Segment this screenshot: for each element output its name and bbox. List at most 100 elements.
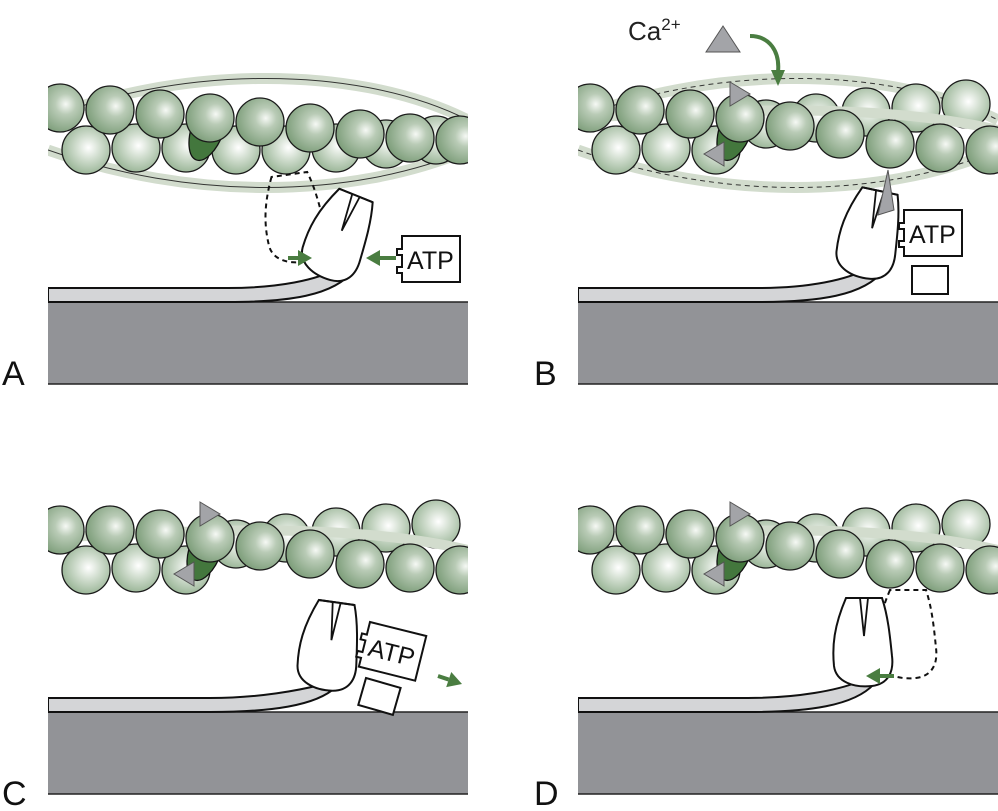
calcium-bound-icon <box>729 501 751 527</box>
atp-molecule: ATP <box>396 235 461 283</box>
myosin-head <box>832 597 894 688</box>
myosin-head <box>296 598 359 692</box>
arrow-power-stroke-head <box>866 668 880 684</box>
actin-bead <box>715 513 765 563</box>
thick-filament-base <box>578 302 998 384</box>
actin-bead <box>615 505 665 555</box>
calcium-charge: 2+ <box>661 15 680 34</box>
panel-label: A <box>2 355 25 393</box>
head-tip <box>318 598 355 606</box>
actin-bead <box>335 109 385 159</box>
atp-label: ATP <box>407 247 454 275</box>
actin-bead <box>235 521 285 571</box>
actin-bead <box>135 509 185 559</box>
actin-bead <box>815 109 865 159</box>
actin-bead <box>85 85 135 135</box>
atp-label: ATP <box>909 221 956 249</box>
arrow-atp-out-shaft <box>437 674 450 682</box>
actin-binding-cleft <box>340 193 361 232</box>
actin-bead <box>865 119 915 169</box>
actin-bead-back <box>111 123 161 173</box>
myosin-head <box>300 187 374 283</box>
actin-bead <box>185 93 235 143</box>
myosin-head <box>832 597 894 688</box>
panel-d <box>578 499 998 795</box>
arrow-head-forward-head <box>298 250 312 266</box>
phosphate <box>911 265 949 295</box>
actin-bead <box>235 97 285 147</box>
actin-bead <box>578 505 615 555</box>
actin-bead-back <box>641 543 691 593</box>
calcium-arrow-head <box>771 70 785 86</box>
actin-bead <box>435 115 468 165</box>
calcium-bound-icon <box>729 81 751 107</box>
panel-label: C <box>2 775 27 811</box>
phosphate-box <box>911 265 949 295</box>
myosin-head <box>835 186 900 280</box>
myosin-neck <box>578 680 877 713</box>
panel-c: ATP <box>48 499 468 795</box>
calcium-arrow-shaft <box>749 34 781 73</box>
actin-bead <box>385 113 435 163</box>
actin-bead <box>335 539 385 589</box>
panel-a: ATP <box>48 73 468 385</box>
arrow-atp-out-head <box>446 671 462 688</box>
actin-bead <box>48 505 85 555</box>
actin-bead <box>965 545 998 595</box>
myosin-head <box>296 598 359 692</box>
myosin-neck <box>48 266 356 303</box>
panel-b: ATP Ca2+ <box>578 15 998 385</box>
actin-bead <box>285 529 335 579</box>
actin-bead-back <box>61 545 111 595</box>
myosin-neck <box>578 266 886 303</box>
calcium-bound-icon <box>199 501 221 527</box>
panel-label: B <box>534 355 557 393</box>
panel-label: D <box>534 775 559 811</box>
calcium-bound-icon <box>703 141 725 167</box>
actin-bead <box>435 545 468 595</box>
arrow-atp-in-head <box>366 250 380 266</box>
calcium-ion-icon <box>705 25 741 53</box>
actin-bead-back <box>591 125 641 175</box>
phosphate-box <box>357 676 402 717</box>
thick-filament-base <box>48 712 468 794</box>
actin-bead <box>185 513 235 563</box>
actin-bead <box>135 89 185 139</box>
actin-bead <box>715 93 765 143</box>
actin-bead <box>48 83 85 133</box>
actin-bead <box>665 89 715 139</box>
calcium-label: Ca2+ <box>628 15 681 46</box>
actin-bead <box>665 509 715 559</box>
actin-bead <box>765 521 815 571</box>
actin-bead <box>285 103 335 153</box>
actin-binding-cleft <box>859 597 869 637</box>
atp-box-outline <box>354 620 428 682</box>
actin-bead-back <box>591 545 641 595</box>
actin-bead <box>915 123 965 173</box>
actin-bead <box>965 125 998 175</box>
actin-bead-back <box>61 125 111 175</box>
atp-box-outline <box>898 209 963 257</box>
actin-bead <box>865 539 915 589</box>
actin-bead <box>578 83 615 133</box>
actin-bead <box>915 543 965 593</box>
thick-filament-base <box>578 712 998 794</box>
actin-bead <box>815 529 865 579</box>
atp-box-outline <box>396 235 461 283</box>
actin-bead <box>385 543 435 593</box>
myosin-neck <box>48 683 339 713</box>
atp-molecule: ATP <box>898 209 963 257</box>
calcium-bound-icon <box>173 561 195 587</box>
actin-bead <box>765 101 815 151</box>
atp-molecule: ATP <box>354 620 428 682</box>
myosin-head <box>835 186 900 280</box>
actin-bead-back <box>641 123 691 173</box>
actin-bead <box>615 85 665 135</box>
actin-bead-back <box>111 543 161 593</box>
thick-filament-base <box>48 302 468 384</box>
actin-binding-cleft <box>330 601 342 641</box>
actin-bead <box>85 505 135 555</box>
tropomyosin-outline <box>48 149 468 188</box>
calcium-bound-icon <box>703 561 725 587</box>
